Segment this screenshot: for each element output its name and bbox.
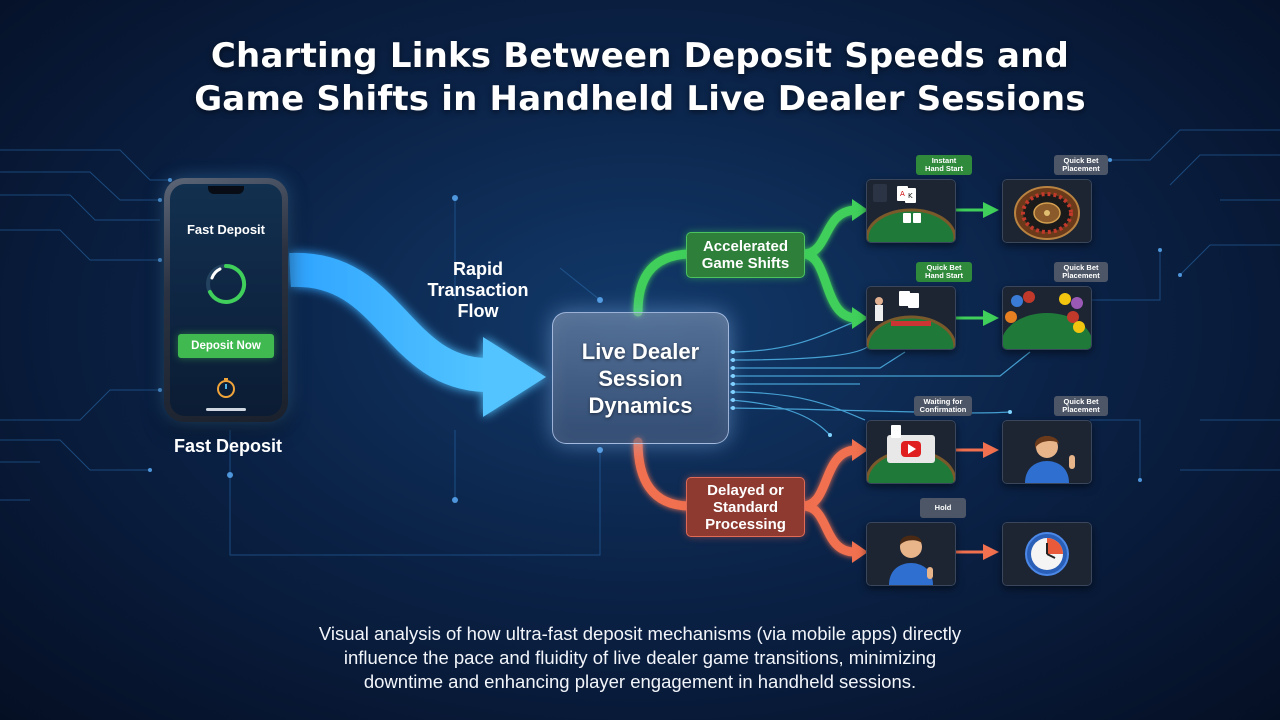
bubble-quick-bet-placement-3: Quick Bet Placement <box>1054 396 1108 416</box>
delayed-processing-tag: Delayed or Standard Processing <box>686 477 805 537</box>
deposit-now-button[interactable]: Deposit Now <box>178 334 274 358</box>
bubble-quick-bet-placement-2: Quick Bet Placement <box>1054 262 1108 282</box>
poker-chips-icon <box>1003 287 1091 349</box>
bubble-quick-bet-hand-start: Quick Bet Hand Start <box>916 262 972 282</box>
rapid-transaction-flow-label: Rapid Transaction Flow <box>427 259 529 321</box>
bubble-instant-hand-start: Instant Hand Start <box>916 155 972 175</box>
phone-caption: Fast Deposit <box>173 436 283 456</box>
page-title-line-1: Charting Links Between Deposit Speeds an… <box>210 36 1070 76</box>
card-blackjack-table: A K <box>866 179 956 243</box>
video-play-icon <box>867 421 955 483</box>
live-dealer-session-box: Live Dealer Session Dynamics <box>552 312 729 444</box>
card-video-table <box>866 420 956 484</box>
center-label: Live Dealer Session Dynamics <box>581 338 700 418</box>
stopwatch-icon <box>217 378 235 398</box>
delayed-path <box>633 437 860 557</box>
rapid-flow-arrow <box>289 252 546 417</box>
card-poker-chips <box>1002 286 1092 350</box>
clock-icon <box>1003 523 1091 585</box>
accelerated-path <box>633 205 860 323</box>
card-roulette-wheel <box>1002 179 1092 243</box>
svg-text:A: A <box>900 190 905 198</box>
progress-ring-icon <box>206 263 247 304</box>
card-waiting-dealer <box>866 522 956 586</box>
phone-mockup: Fast Deposit Deposit Now <box>164 178 288 422</box>
card-waving-player <box>1002 420 1092 484</box>
player-waving-icon <box>1003 421 1091 483</box>
bubble-hold: Hold <box>920 498 966 518</box>
svg-text:K: K <box>908 192 913 200</box>
blackjack-table-icon: A K <box>867 180 955 242</box>
blackjack-dealer-icon <box>867 287 955 349</box>
bubble-quick-bet-placement-1: Quick Bet Placement <box>1054 155 1108 175</box>
dealer-person-icon <box>867 523 955 585</box>
diagram-caption: Visual analysis of how ultra-fast deposi… <box>318 623 962 692</box>
roulette-wheel-icon <box>1003 180 1091 242</box>
bubble-waiting-for-confirmation: Waiting for Confirmation <box>914 396 972 416</box>
phone-screen: Fast Deposit Deposit Now <box>170 184 282 416</box>
phone-notch <box>208 186 244 194</box>
accelerated-game-shifts-tag: Accelerated Game Shifts <box>686 232 805 278</box>
card-clock <box>1002 522 1092 586</box>
page-title-line-2: Game Shifts in Handheld Live Dealer Sess… <box>194 79 1086 119</box>
phone-screen-title: Fast Deposit <box>186 222 265 237</box>
phone-home-indicator <box>206 408 246 411</box>
card-blackjack-dealer <box>866 286 956 350</box>
